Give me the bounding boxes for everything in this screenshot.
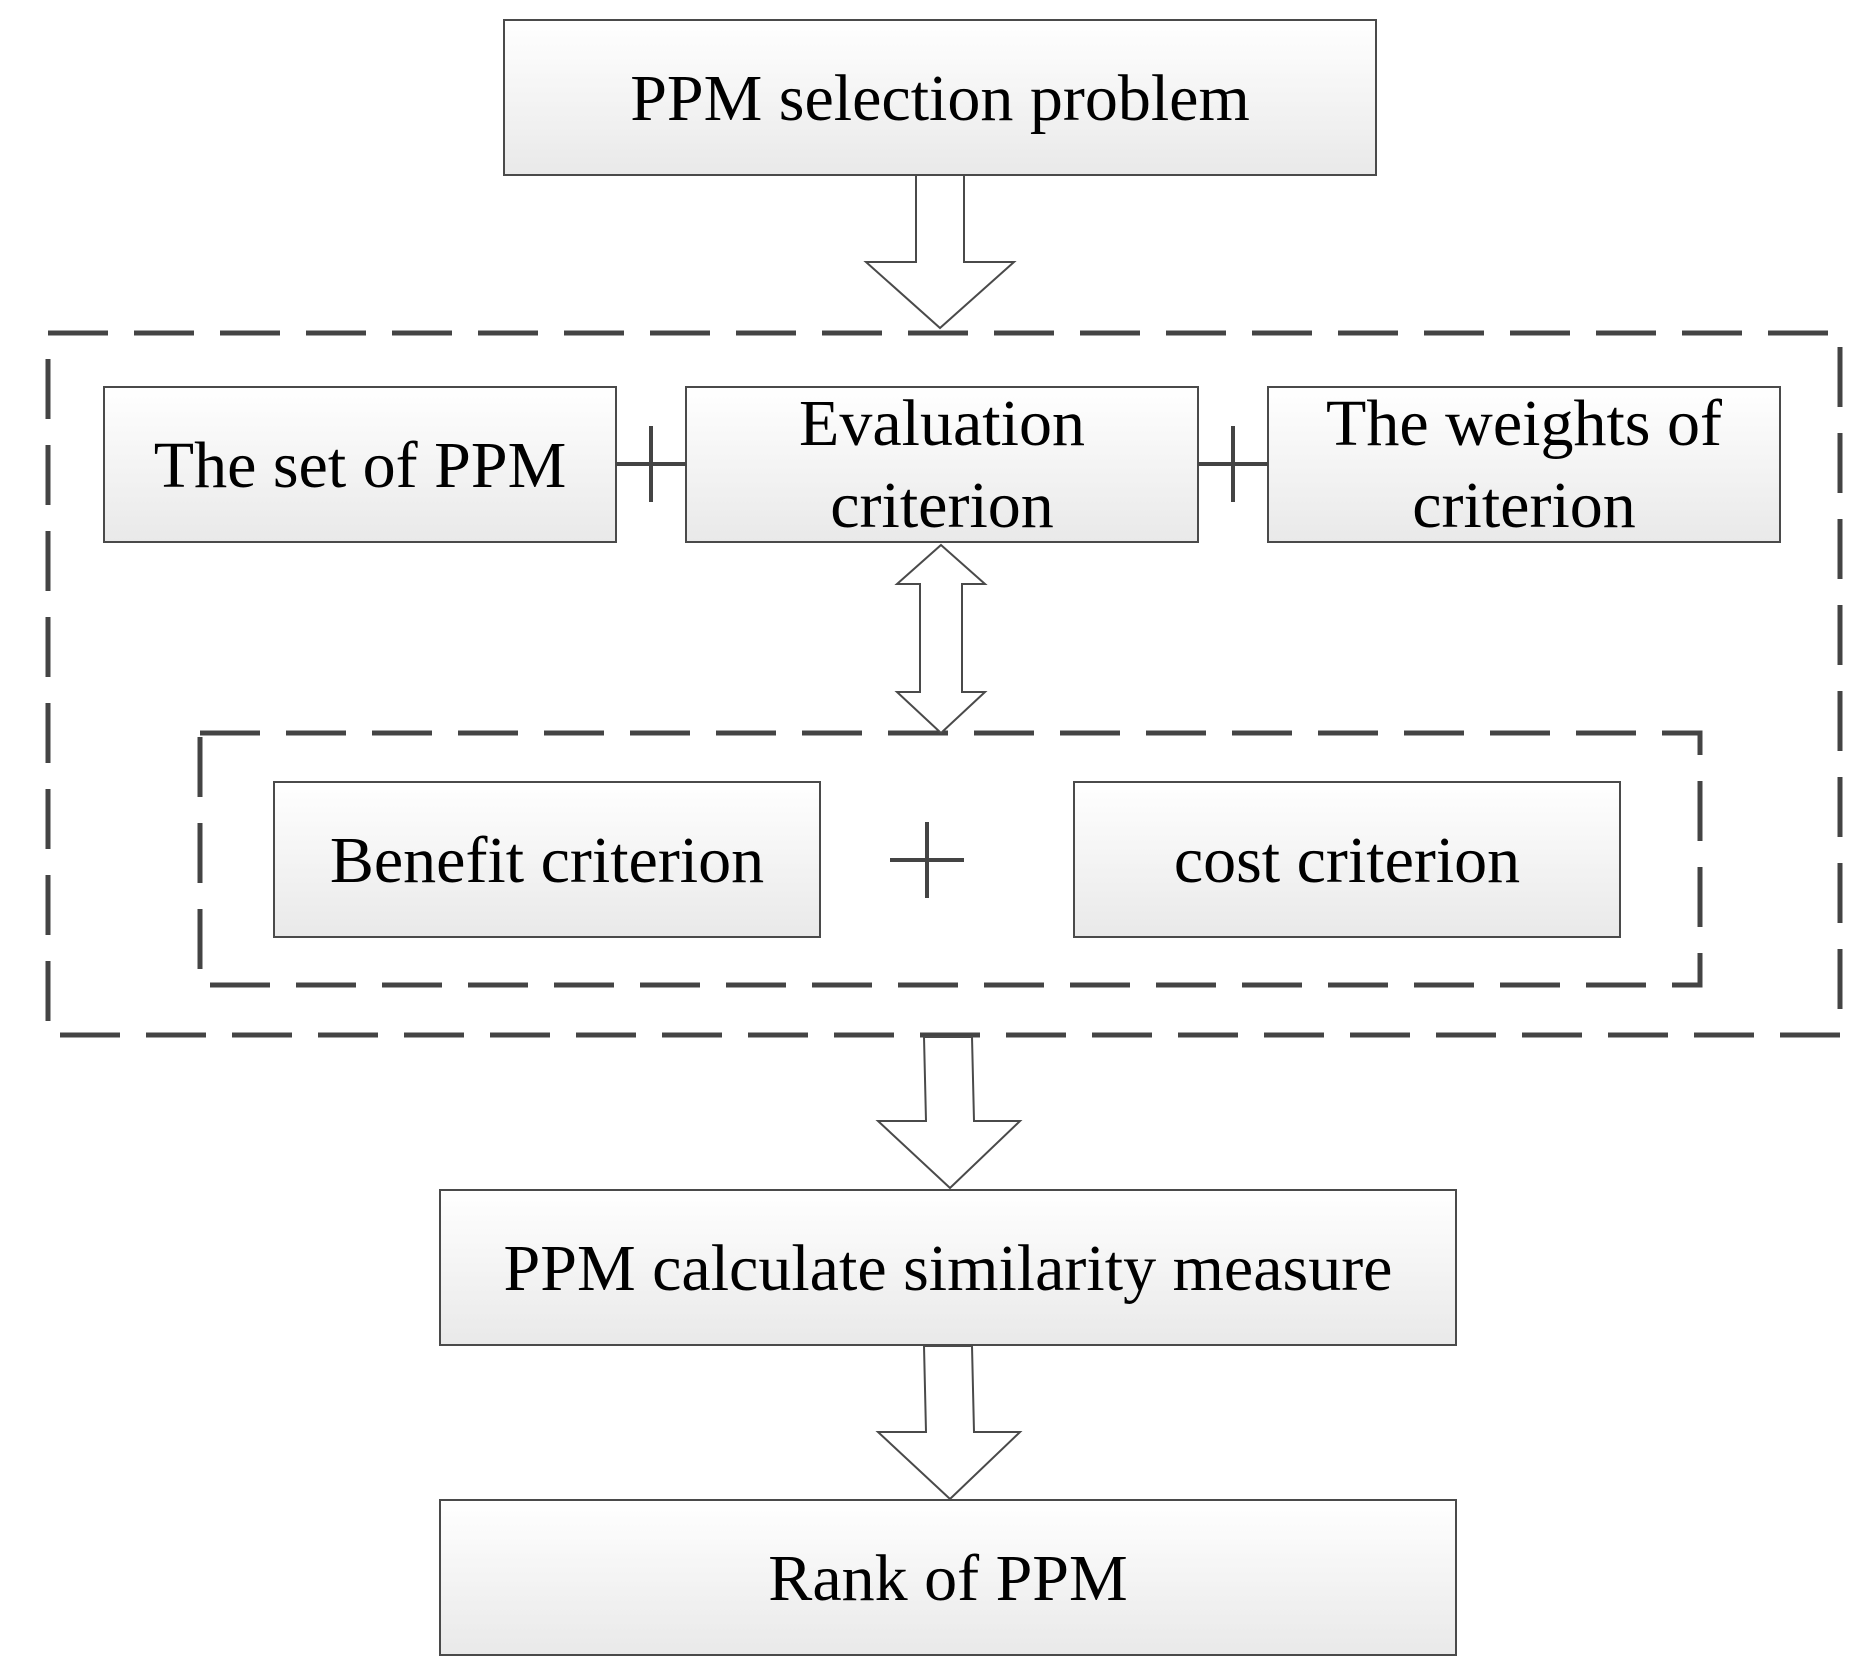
arrow-down-3: [875, 1345, 1023, 1501]
cost-criterion-box: cost criterion: [1073, 781, 1621, 938]
cost-criterion-label: cost criterion: [1174, 824, 1520, 897]
set-of-ppm-box: The set of PPM: [103, 386, 617, 543]
rank-of-ppm-box: Rank of PPM: [439, 1499, 1457, 1656]
similarity-measure-label: PPM calculate similarity measure: [504, 1232, 1393, 1305]
set-of-ppm-label: The set of PPM: [154, 429, 567, 502]
similarity-measure-box: PPM calculate similarity measure: [439, 1189, 1457, 1346]
arrow-down-1: [863, 174, 1017, 330]
ppm-selection-problem-box: PPM selection problem: [503, 19, 1377, 176]
weights-of-criterion-label-line1: The weights of: [1326, 387, 1722, 460]
evaluation-criterion-box: Evaluation criterion: [685, 386, 1199, 543]
plus-connector-left: [616, 426, 686, 502]
plus-sign-middle: [890, 822, 964, 898]
inner-dashed-group: [197, 730, 1703, 988]
benefit-criterion-box: Benefit criterion: [273, 781, 821, 938]
arrow-down-2: [875, 1036, 1023, 1190]
plus-connector-right: [1198, 426, 1268, 502]
outer-dashed-group: [45, 330, 1843, 1038]
ppm-selection-problem-label: PPM selection problem: [630, 62, 1250, 135]
rank-of-ppm-label: Rank of PPM: [768, 1542, 1127, 1615]
evaluation-criterion-label-line2: criterion: [830, 469, 1054, 542]
evaluation-criterion-label-line1: Evaluation: [799, 387, 1085, 460]
weights-of-criterion-box: The weights of criterion: [1267, 386, 1781, 543]
weights-of-criterion-label-line2: criterion: [1412, 469, 1636, 542]
double-arrow-vertical: [894, 543, 988, 735]
benefit-criterion-label: Benefit criterion: [330, 824, 764, 897]
